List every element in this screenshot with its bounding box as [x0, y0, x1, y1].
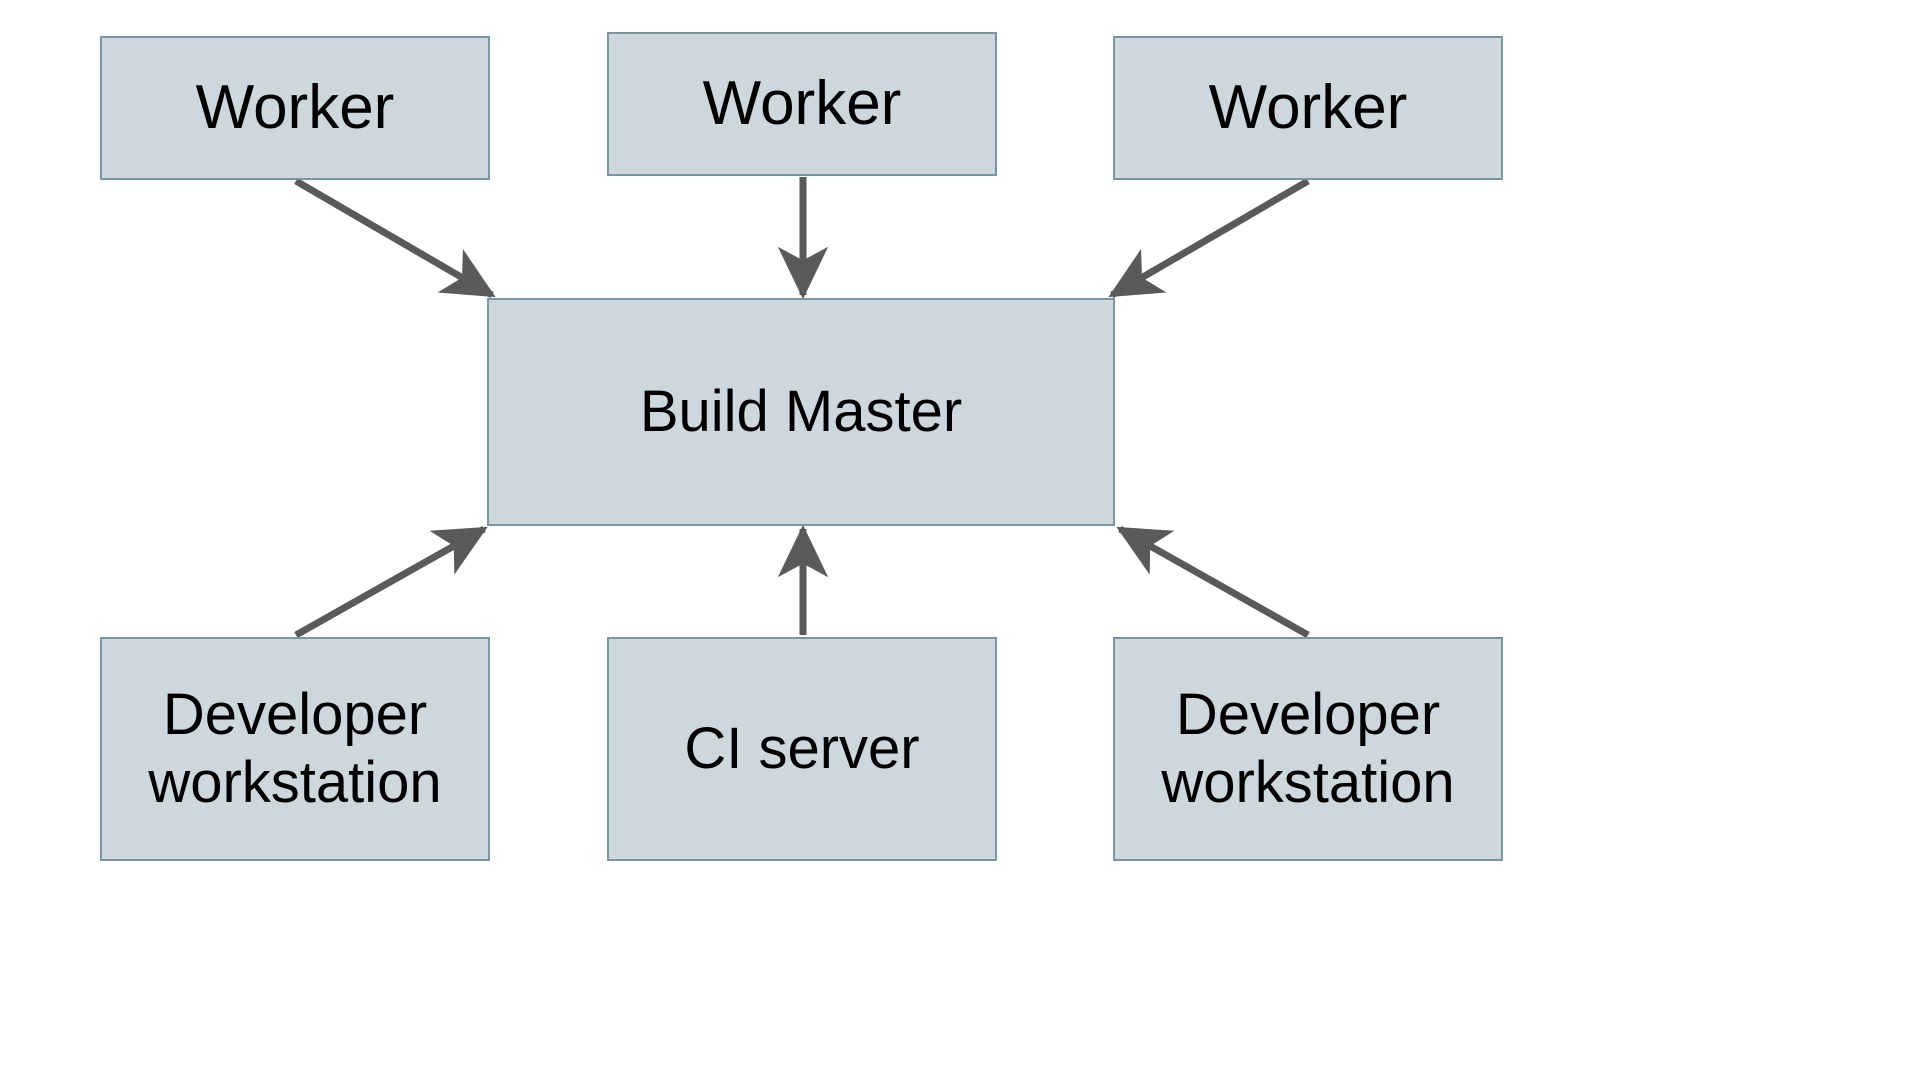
node-build-master[interactable]: Build Master: [487, 298, 1115, 526]
node-label-worker-center: Worker: [702, 69, 902, 139]
node-worker-center[interactable]: Worker: [607, 32, 997, 176]
edge-developer-workstation-left-to-build-master: [294, 525, 488, 639]
node-worker-right[interactable]: Worker: [1113, 36, 1503, 180]
node-label-developer-workstation-left: Developer workstation: [148, 681, 442, 815]
node-label-worker-left: Worker: [195, 73, 395, 143]
edge-worker-left-to-build-master: [294, 177, 496, 299]
node-ci-server[interactable]: CI server: [607, 637, 997, 861]
node-developer-workstation-left[interactable]: Developer workstation: [100, 637, 490, 861]
node-label-build-master: Build Master: [639, 378, 963, 444]
node-developer-workstation-right[interactable]: Developer workstation: [1113, 637, 1503, 861]
edge-developer-workstation-right-to-build-master: [1116, 525, 1310, 639]
edge-worker-right-to-build-master: [1108, 177, 1310, 299]
node-label-developer-workstation-right: Developer workstation: [1161, 681, 1455, 815]
node-worker-left[interactable]: Worker: [100, 36, 490, 180]
node-label-ci-server: CI server: [684, 715, 920, 781]
node-label-worker-right: Worker: [1208, 73, 1408, 143]
